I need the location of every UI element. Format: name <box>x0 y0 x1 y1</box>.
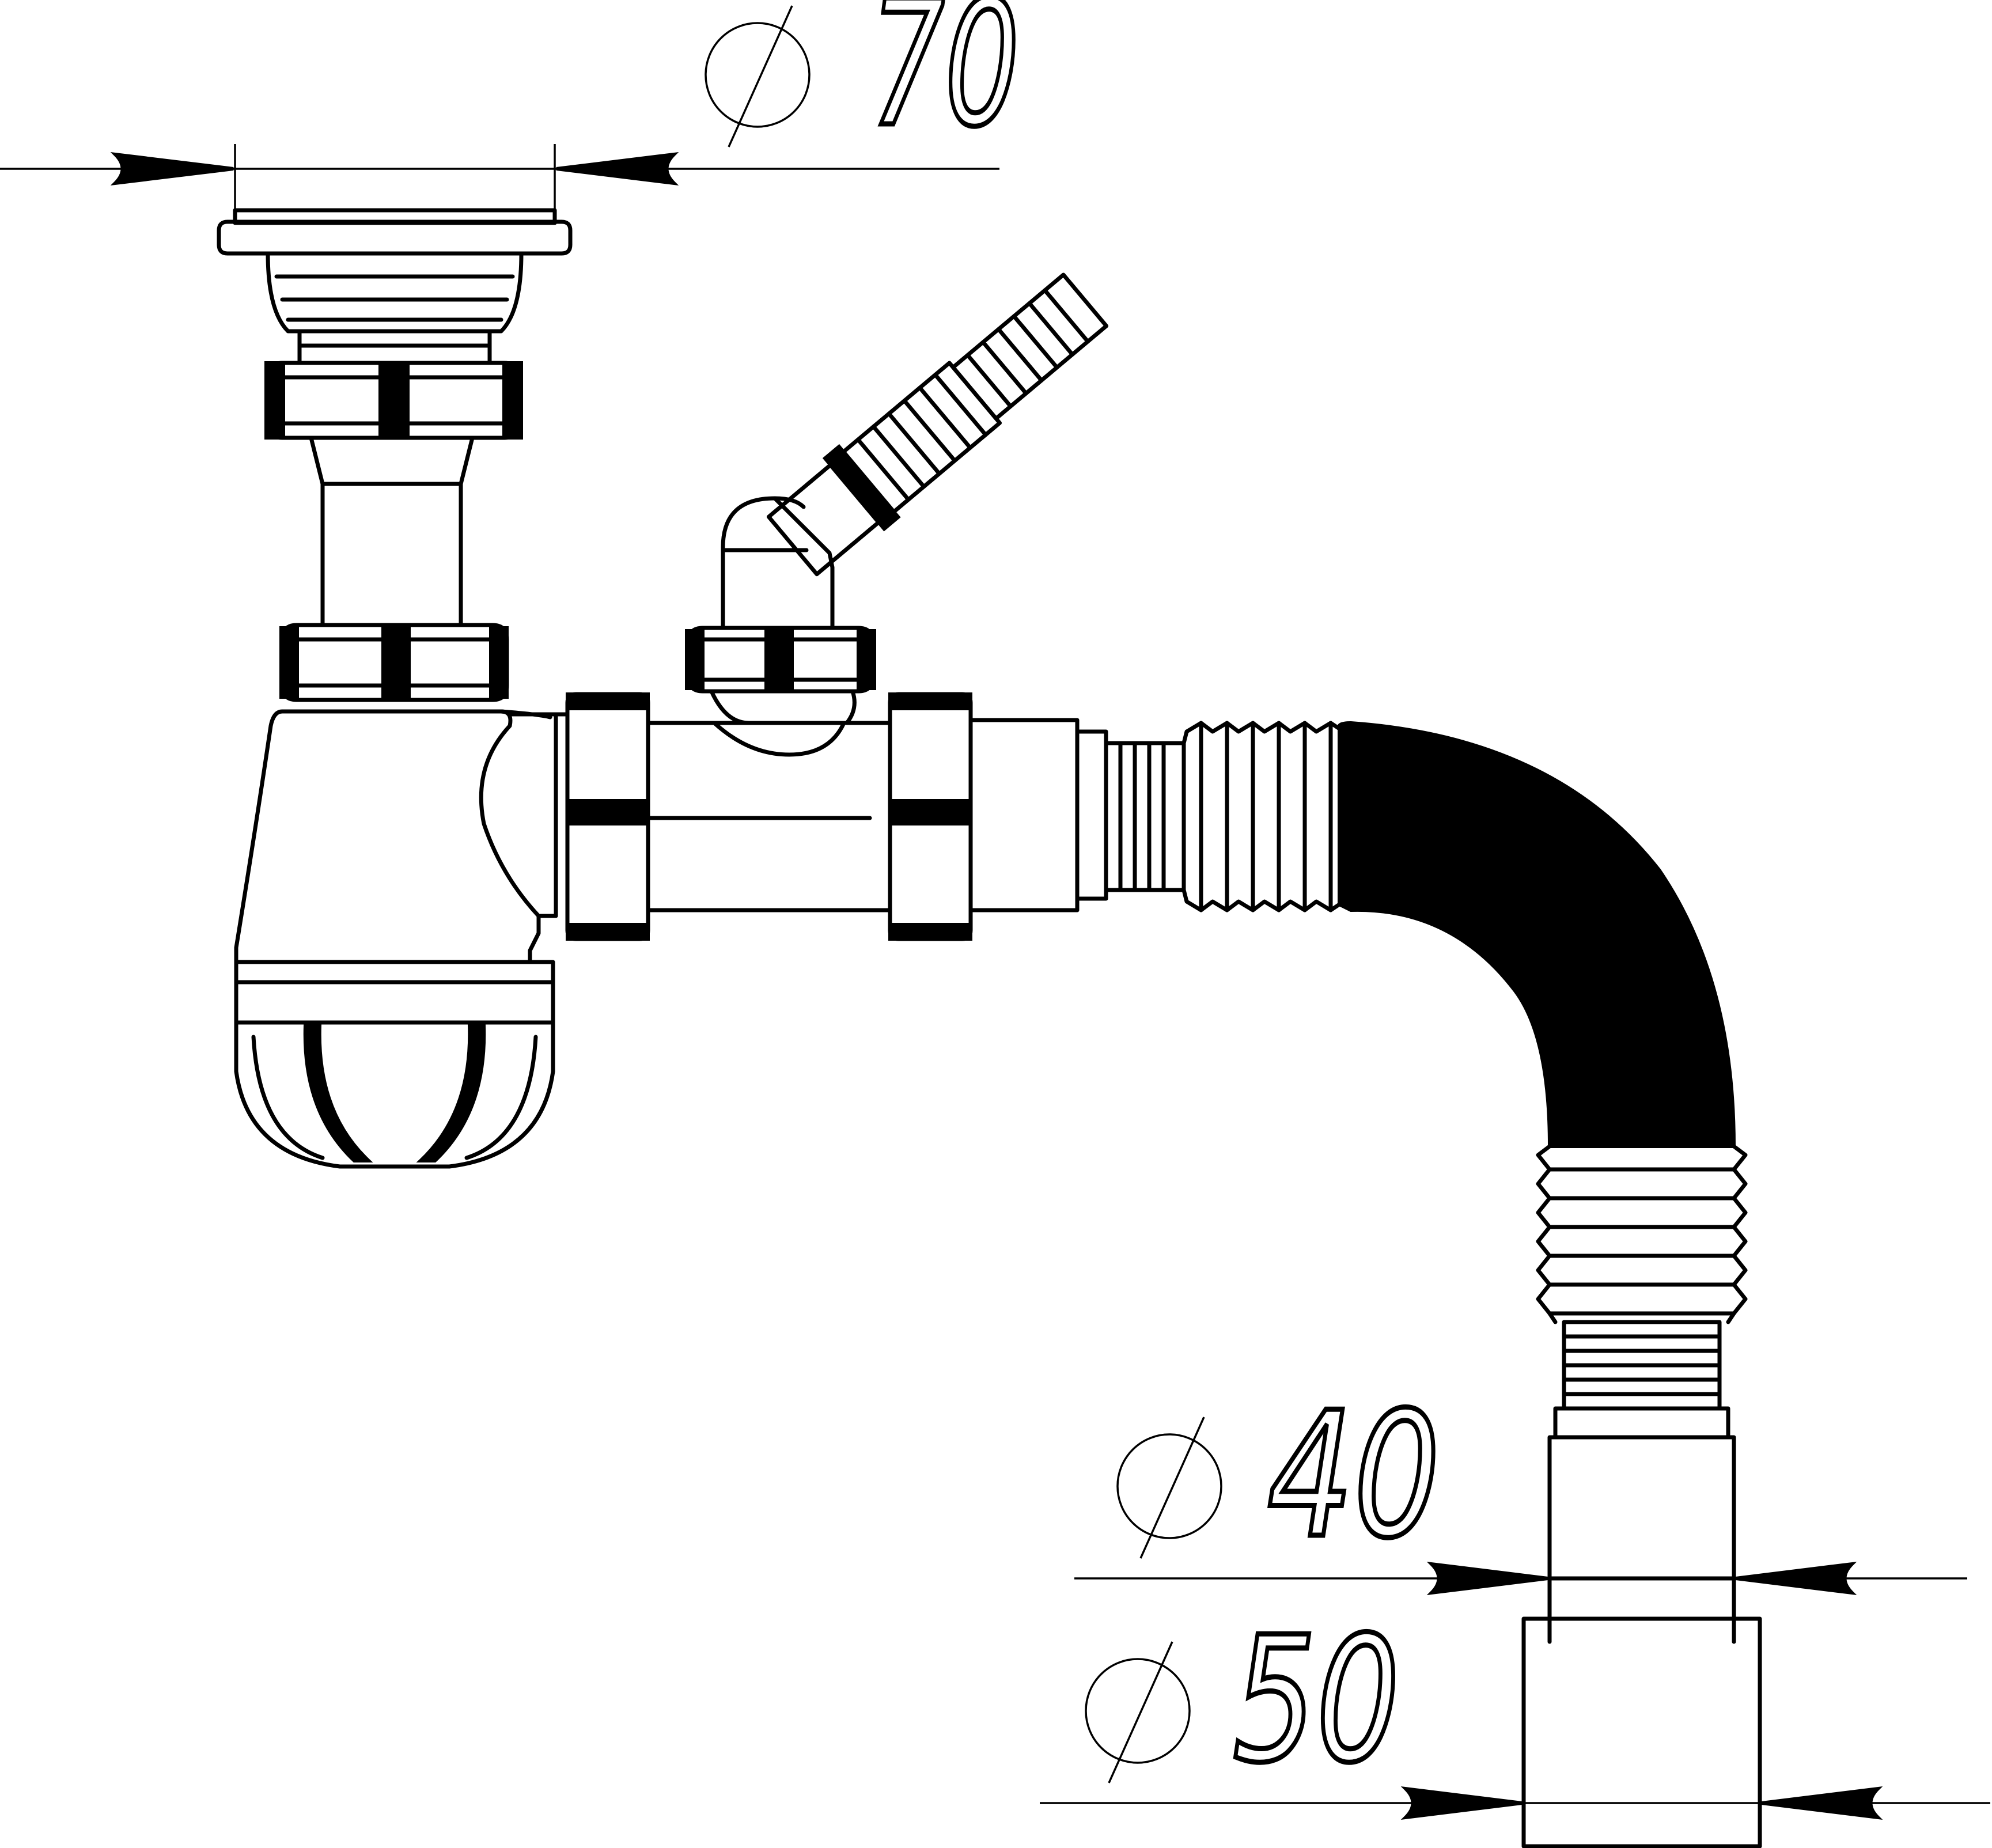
flexible-hose <box>1104 721 1748 1440</box>
side-inlet-nut <box>685 626 876 725</box>
diameter-symbol-circle <box>705 22 811 128</box>
dimension-value-50: 50 <box>1233 1600 1400 1801</box>
dimension-arrow <box>556 152 679 186</box>
diameter-symbol-slash <box>1108 1641 1173 1783</box>
outlet-sleeves <box>1521 1435 1762 1848</box>
strainer-flange <box>217 219 573 256</box>
hose-seal-ring <box>822 444 901 532</box>
strainer-body <box>266 251 524 334</box>
dimension-value-40: 40 <box>1267 1375 1440 1576</box>
diameter-symbol-circle <box>1085 1658 1191 1764</box>
middle-union-nut <box>279 623 509 702</box>
angled-hose-inlet <box>721 272 1109 630</box>
bottle-trap <box>234 709 555 1169</box>
vertical-pipe <box>309 436 475 627</box>
trap-band <box>234 960 555 1025</box>
trap-bowl-upper <box>234 709 541 964</box>
dimension-50: 50 <box>1040 1597 1990 1820</box>
dimension-40: 40 <box>1074 1373 1967 1596</box>
outlet-spigot <box>968 718 1080 912</box>
dimension-value-70: 70 <box>870 0 1020 165</box>
dimension-arrow <box>1426 1561 1548 1596</box>
diameter-symbol-slash <box>1139 1417 1205 1559</box>
diameter-symbol-slash <box>728 5 793 147</box>
dimension-arrow <box>1735 1561 1857 1596</box>
horizontal-tee <box>508 692 1108 941</box>
dimension-arrow <box>1400 1786 1523 1820</box>
dimension-arrow <box>110 152 234 186</box>
outlet-sleeve-40 <box>1547 1435 1736 1621</box>
diameter-symbol-circle <box>1116 1433 1222 1539</box>
outlet-sleeve-50 <box>1521 1616 1762 1848</box>
dimension-70: 70 <box>0 0 1022 213</box>
upper-union-nut <box>264 361 523 440</box>
hose-bend-corrugated <box>1337 721 1736 1148</box>
dimension-arrow <box>1761 1786 1883 1820</box>
sink-strainer <box>217 208 573 365</box>
trap-bottom-cap <box>234 1020 555 1169</box>
